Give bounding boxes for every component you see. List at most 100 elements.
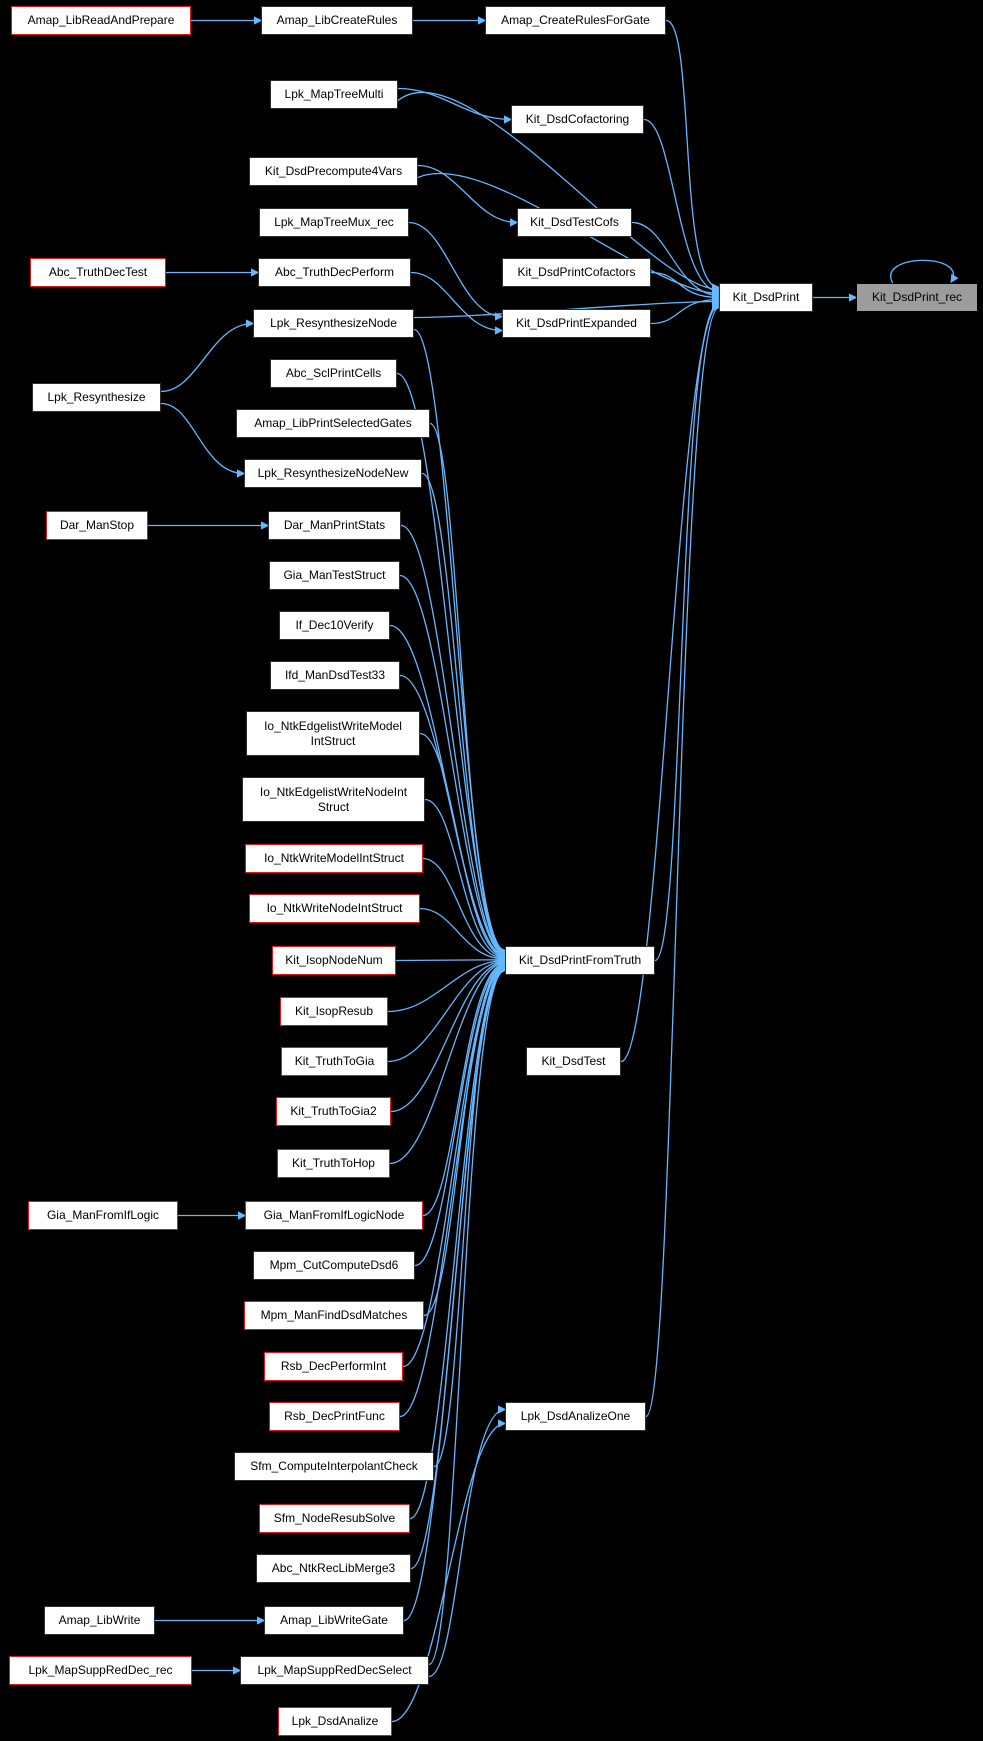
- graph-node-label: Amap_LibPrintSelectedGates: [254, 416, 412, 430]
- graph-node-label: Io_NtkEdgelistWriteNodeInt: [259, 784, 408, 799]
- graph-node-kit_dsd_print_cofactors[interactable]: Kit_DsdPrintCofactors: [502, 258, 651, 287]
- call-edge: [399, 674, 507, 961]
- graph-node-label: Gia_ManFromIfLogicNode: [263, 1208, 405, 1222]
- graph-node-abc_scl_print_cells[interactable]: Abc_SclPrintCells: [270, 359, 397, 388]
- graph-node-lpk_resynthesize_node_new[interactable]: Lpk_ResynthesizeNodeNew: [244, 459, 422, 488]
- graph-node-label: Lpk_ResynthesizeNode: [270, 316, 397, 330]
- graph-node-label: Kit_DsdPrintCofactors: [517, 265, 636, 279]
- call-edge: [413, 328, 507, 955]
- graph-node-label: Kit_TruthToGia2: [290, 1104, 377, 1118]
- graph-node-kit_isop_resub[interactable]: Kit_IsopResub: [280, 997, 388, 1026]
- graph-node-label: Amap_CreateRulesForGate: [501, 13, 650, 27]
- graph-node-gia_man_from_if_logic_node[interactable]: Gia_ManFromIfLogicNode: [245, 1201, 423, 1230]
- graph-node-lpk_resynthesize_node[interactable]: Lpk_ResynthesizeNode: [253, 309, 414, 338]
- graph-node-kit_truth_to_gia2[interactable]: Kit_TruthToGia2: [276, 1097, 391, 1126]
- graph-node-gia_man_test_struct[interactable]: Gia_ManTestStruct: [269, 561, 400, 590]
- graph-node-label: Mpm_ManFindDsdMatches: [260, 1308, 408, 1322]
- graph-node-abc_truth_dec_perform[interactable]: Abc_TruthDecPerform: [258, 258, 411, 287]
- graph-node-kit_isop_node_num[interactable]: Kit_IsopNodeNum: [272, 946, 396, 975]
- graph-node-dar_man_print_stats[interactable]: Dar_ManPrintStats: [268, 511, 401, 540]
- graph-node-amap_lib_print_selected_gates[interactable]: Amap_LibPrintSelectedGates: [236, 409, 430, 438]
- graph-node-kit_dsd_precompute4vars[interactable]: Kit_DsdPrecompute4Vars: [249, 157, 418, 186]
- call-edge: [428, 1405, 507, 1678]
- call-edge: [428, 966, 507, 1666]
- call-edge: [399, 962, 507, 1418]
- graph-node-label: Kit_DsdPrint_rec: [871, 290, 963, 304]
- graph-node-label: Struct: [317, 799, 350, 814]
- graph-node-amap_lib_write_gate[interactable]: Amap_LibWriteGate: [264, 1606, 404, 1635]
- graph-node-label: Lpk_MapTreeMux_rec: [274, 215, 394, 229]
- graph-node-rsb_dec_print_func[interactable]: Rsb_DecPrintFunc: [269, 1402, 400, 1431]
- graph-node-label: If_Dec10Verify: [295, 618, 374, 632]
- graph-node-label: Kit_DsdPrintExpanded: [516, 316, 637, 330]
- graph-node-kit_truth_to_gia[interactable]: Kit_TruthToGia: [281, 1047, 388, 1076]
- graph-node-kit_dsd_test_cofs[interactable]: Kit_DsdTestCofs: [517, 208, 632, 237]
- graph-node-label: Amap_LibWrite: [58, 1613, 141, 1627]
- graph-node-if_dec10_verify[interactable]: If_Dec10Verify: [279, 611, 390, 640]
- graph-node-abc_truth_dec_test[interactable]: Abc_TruthDecTest: [30, 258, 166, 287]
- graph-node-ifd_man_dsd_test33[interactable]: Ifd_ManDsdTest33: [270, 661, 400, 690]
- graph-node-sfm_node_resub_solve[interactable]: Sfm_NodeResubSolve: [259, 1504, 410, 1533]
- graph-node-label: Lpk_MapSuppRedDecSelect: [257, 1663, 412, 1677]
- graph-node-io_ntk_write_model_int_struct[interactable]: Io_NtkWriteModelIntStruct: [245, 844, 423, 873]
- graph-node-lpk_map_supp_red_dec_select[interactable]: Lpk_MapSuppRedDecSelect: [240, 1656, 429, 1685]
- graph-node-io_ntk_write_node_int_struct[interactable]: Io_NtkWriteNodeIntStruct: [249, 894, 420, 923]
- graph-node-sfm_compute_interpolant_check[interactable]: Sfm_ComputeInterpolantCheck: [234, 1452, 434, 1481]
- call-edge: [387, 956, 507, 1013]
- call-edge: [408, 221, 504, 321]
- graph-node-lpk_map_tree_mux_rec[interactable]: Lpk_MapTreeMux_rec: [259, 208, 409, 237]
- call-edge: [395, 955, 507, 964]
- graph-node-label: Kit_DsdPrecompute4Vars: [264, 164, 403, 178]
- graph-node-lpk_dsd_analize[interactable]: Lpk_DsdAnalize: [278, 1707, 392, 1736]
- graph-node-mpm_man_find_dsd_matches[interactable]: Mpm_ManFindDsdMatches: [244, 1301, 424, 1330]
- graph-node-kit_dsd_print[interactable]: Kit_DsdPrint: [719, 283, 813, 312]
- graph-node-label: Lpk_DsdAnalizeOne: [520, 1409, 631, 1423]
- call-edge: [429, 422, 507, 957]
- graph-node-gia_man_from_if_logic[interactable]: Gia_ManFromIfLogic: [28, 1201, 178, 1230]
- graph-node-amap_lib_create_rules[interactable]: Amap_LibCreateRules: [261, 6, 413, 35]
- call-edge: [390, 957, 507, 1113]
- call-edge: [399, 574, 507, 959]
- graph-node-kit_dsd_print_expanded[interactable]: Kit_DsdPrintExpanded: [502, 309, 651, 338]
- call-edge: [403, 965, 507, 1622]
- graph-node-kit_truth_to_hop[interactable]: Kit_TruthToHop: [277, 1149, 390, 1178]
- graph-node-label: Abc_NtkRecLibMerge3: [271, 1561, 396, 1575]
- call-edge: [400, 524, 507, 958]
- graph-node-lpk_dsd_analize_one[interactable]: Lpk_DsdAnalizeOne: [505, 1402, 646, 1431]
- call-edge: [631, 221, 721, 300]
- graph-node-label: Io_NtkEdgelistWriteModel: [264, 718, 402, 733]
- graph-node-label: Sfm_ComputeInterpolantCheck: [250, 1459, 418, 1473]
- graph-node-label: Dar_ManPrintStats: [283, 518, 386, 532]
- graph-node-label: Mpm_CutComputeDsd6: [269, 1258, 399, 1272]
- call-edge: [391, 1419, 507, 1723]
- graph-node-mpm_cut_compute_dsd6[interactable]: Mpm_CutComputeDsd6: [253, 1251, 415, 1280]
- graph-node-lpk_resynthesize[interactable]: Lpk_Resynthesize: [32, 383, 161, 412]
- graph-node-amap_create_rules_for_gate[interactable]: Amap_CreateRulesForGate: [485, 6, 666, 35]
- call-edge: [890, 259, 959, 284]
- graph-node-amap_lib_read_and_prepare[interactable]: Amap_LibReadAndPrepare: [11, 6, 191, 35]
- graph-node-abc_ntk_rec_lib_merge3[interactable]: Abc_NtkRecLibMerge3: [256, 1554, 411, 1583]
- graph-node-label: Kit_TruthToGia: [294, 1054, 375, 1068]
- call-edge: [419, 732, 507, 961]
- graph-node-kit_dsd_test[interactable]: Kit_DsdTest: [526, 1047, 621, 1076]
- graph-node-lpk_map_supp_red_dec_rec[interactable]: Lpk_MapSuppRedDec_rec: [9, 1656, 192, 1685]
- graph-node-rsb_dec_perform_int[interactable]: Rsb_DecPerformInt: [264, 1352, 403, 1381]
- graph-node-lpk_map_tree_multi[interactable]: Lpk_MapTreeMulti: [270, 80, 398, 109]
- call-edge: [160, 402, 246, 478]
- call-edge: [389, 958, 507, 1165]
- graph-node-label: Lpk_MapSuppRedDec_rec: [28, 1663, 173, 1677]
- graph-node-label: Lpk_Resynthesize: [47, 390, 146, 404]
- graph-node-label: Kit_DsdPrint: [732, 290, 800, 304]
- graph-node-kit_dsd_cofactoring[interactable]: Kit_DsdCofactoring: [511, 105, 644, 134]
- graph-node-amap_lib_write[interactable]: Amap_LibWrite: [44, 1606, 155, 1635]
- graph-node-label: Kit_IsopResub: [294, 1004, 374, 1018]
- graph-node-kit_dsd_print_rec[interactable]: Kit_DsdPrint_rec: [856, 283, 978, 312]
- graph-node-kit_dsd_print_from_truth[interactable]: Kit_DsdPrintFromTruth: [505, 946, 655, 975]
- graph-node-dar_man_stop[interactable]: Dar_ManStop: [46, 511, 148, 540]
- call-edge: [397, 91, 721, 294]
- graph-node-label: Kit_DsdTest: [541, 1054, 606, 1068]
